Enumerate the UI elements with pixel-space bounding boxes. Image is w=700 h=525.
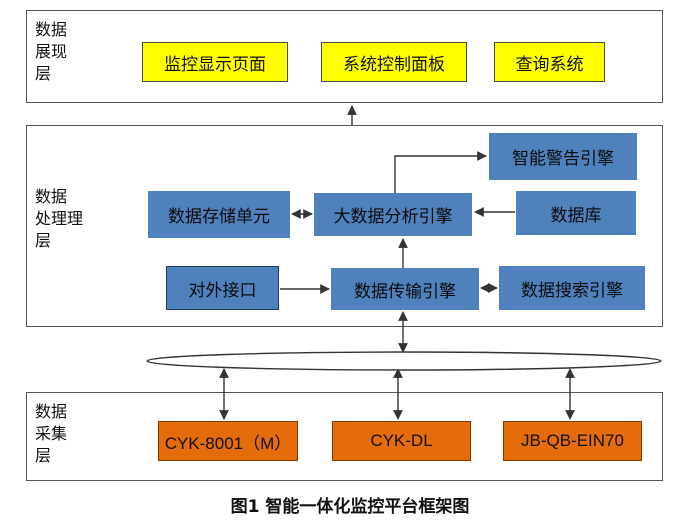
presentation-layer-label: 数据 展现 层 (35, 19, 85, 85)
data-storage-unit-box: 数据存储单元 (148, 191, 290, 238)
big-data-analysis-engine-box: 大数据分析引擎 (314, 193, 472, 236)
collection-layer-label: 数据 采集 层 (35, 401, 85, 467)
figure-caption: 图1 智能一体化监控平台框架图 (230, 497, 470, 517)
label-line: 层 (35, 64, 52, 83)
label-line: 采集 (35, 424, 68, 443)
label-line: 处理理 (35, 209, 84, 228)
label-line: 数据 (35, 20, 68, 39)
data-transport-engine-box: 数据传输引擎 (331, 268, 479, 310)
smart-alert-engine-box: 智能警告引擎 (489, 133, 637, 180)
label-line: 展现 (35, 42, 68, 61)
arrow-analysis-to-alert (394, 151, 487, 193)
query-system-box: 查询系统 (494, 42, 605, 82)
processing-layer-label: 数据 处理理 层 (35, 186, 85, 252)
label-line: 数据 (35, 187, 68, 206)
database-box: 数据库 (516, 191, 636, 235)
device-cyk-8001-box: CYK-8001（M） (158, 421, 298, 461)
system-control-panel-box: 系统控制面板 (321, 42, 467, 82)
label-line: 层 (35, 231, 52, 250)
data-search-engine-box: 数据搜索引擎 (499, 266, 645, 310)
device-cyk-dl-box: CYK-DL (332, 421, 471, 461)
device-jb-qb-ein70-box: JB-QB-EIN70 (503, 421, 642, 461)
external-interface-box: 对外接口 (166, 266, 279, 310)
label-line: 数据 (35, 402, 68, 421)
label-line: 层 (35, 446, 52, 465)
data-bus-ellipse (146, 351, 662, 371)
monitor-display-page-box: 监控显示页面 (142, 42, 288, 82)
